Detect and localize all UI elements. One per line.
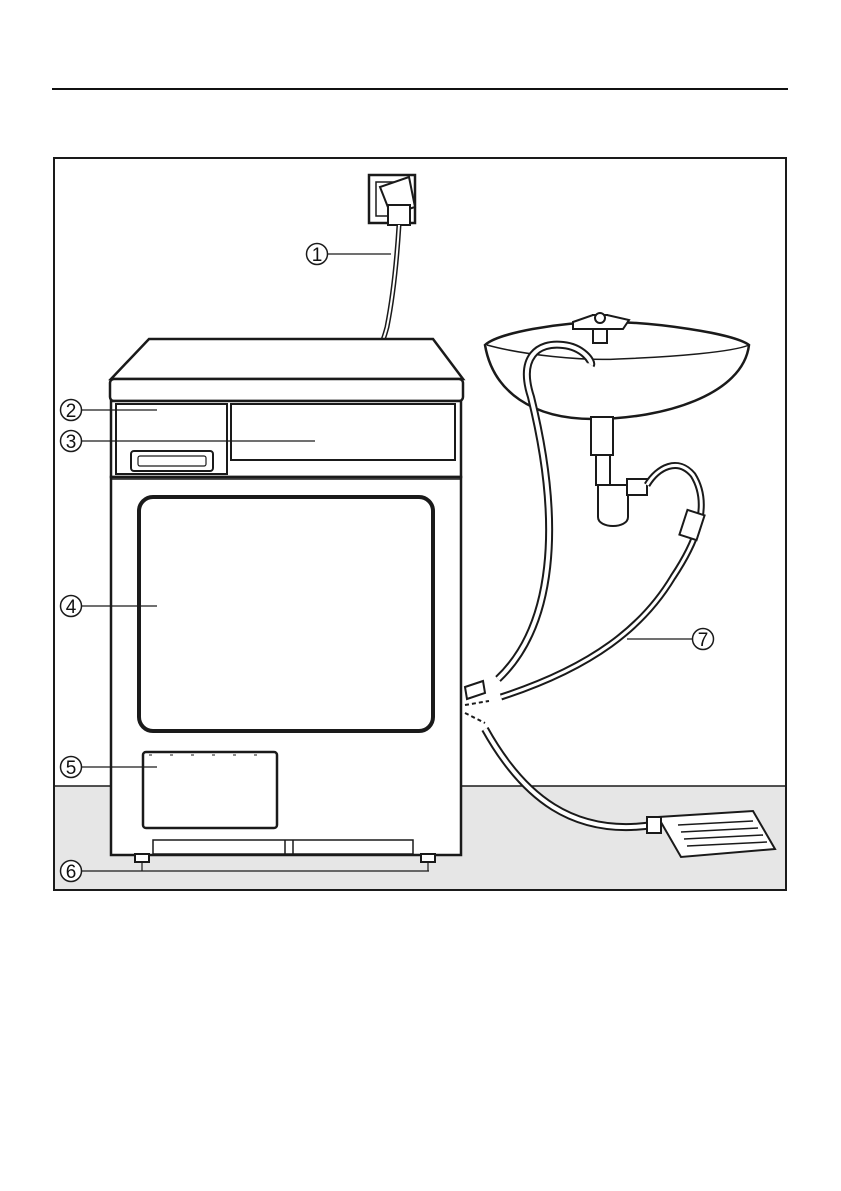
control-panel bbox=[231, 404, 455, 460]
callout-6-number: 6 bbox=[66, 862, 77, 883]
door bbox=[139, 497, 433, 731]
callout-1-number: 1 bbox=[312, 245, 323, 266]
foot-left bbox=[135, 854, 149, 862]
foot-right bbox=[421, 854, 435, 862]
callout-5-number: 5 bbox=[66, 758, 77, 779]
service-flap bbox=[143, 752, 277, 828]
callout-2-number: 2 bbox=[66, 401, 77, 422]
callout-4-number: 4 bbox=[66, 597, 77, 618]
machine-body bbox=[110, 339, 463, 862]
header-rule bbox=[52, 88, 788, 90]
callout-7-number: 7 bbox=[698, 630, 709, 651]
machine-installation-figure: 1 2 3 4 5 6 bbox=[53, 157, 787, 891]
wall-socket-icon bbox=[369, 175, 415, 225]
callout-3-number: 3 bbox=[66, 432, 77, 453]
